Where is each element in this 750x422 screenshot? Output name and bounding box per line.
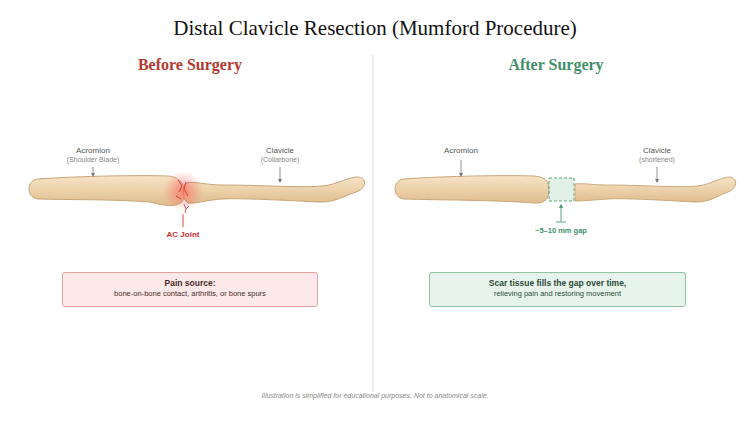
box-body: bone-on-bone contact, arthritis, or bone… [73, 289, 307, 299]
box-heading: Scar tissue fills the gap over time, [440, 278, 675, 289]
joint-label: AC Joint [167, 230, 200, 239]
diagram-caption: Illustration is simplified for education… [261, 392, 488, 400]
part-note: (shortened) [639, 156, 675, 164]
part-note: (Collarbone) [261, 156, 300, 164]
panel-divider [373, 55, 374, 392]
acromion-bone [29, 176, 184, 206]
joint-irritation [176, 180, 188, 199]
box-heading: Pain source: [73, 278, 307, 289]
part-name: Clavicle [266, 146, 294, 155]
dimension-tick [556, 222, 566, 223]
part-name: Clavicle [643, 146, 671, 155]
panel-heading: Before Surgery [138, 56, 242, 74]
pointer-arrow [657, 167, 658, 181]
pointer-arrow [461, 160, 462, 175]
box-body: relieving pain and restoring movement [440, 289, 675, 299]
diagram-title: Distal Clavicle Resection (Mumford Proce… [173, 16, 577, 40]
panel-heading: After Surgery [508, 56, 603, 74]
acromion-bone [395, 176, 549, 203]
dimension-arrow [561, 206, 562, 222]
bone-spur [184, 204, 189, 213]
clavicle-bone [575, 177, 736, 202]
info-box: Pain source:bone-on-bone contact, arthri… [62, 272, 318, 307]
info-box: Scar tissue fills the gap over time,reli… [429, 272, 686, 307]
clavicle-bone [183, 177, 364, 203]
part-note: (Shoulder Blade) [67, 156, 120, 164]
part-name: Acromion [76, 146, 110, 155]
pointer-arrow [93, 167, 94, 175]
leader-line [183, 214, 184, 227]
inflammation-glow [163, 171, 203, 211]
part-name: Acromion [444, 146, 478, 155]
dimension-label: ~5–10 mm gap [535, 227, 587, 236]
resection-gap [549, 178, 574, 201]
pointer-arrow [280, 167, 281, 181]
